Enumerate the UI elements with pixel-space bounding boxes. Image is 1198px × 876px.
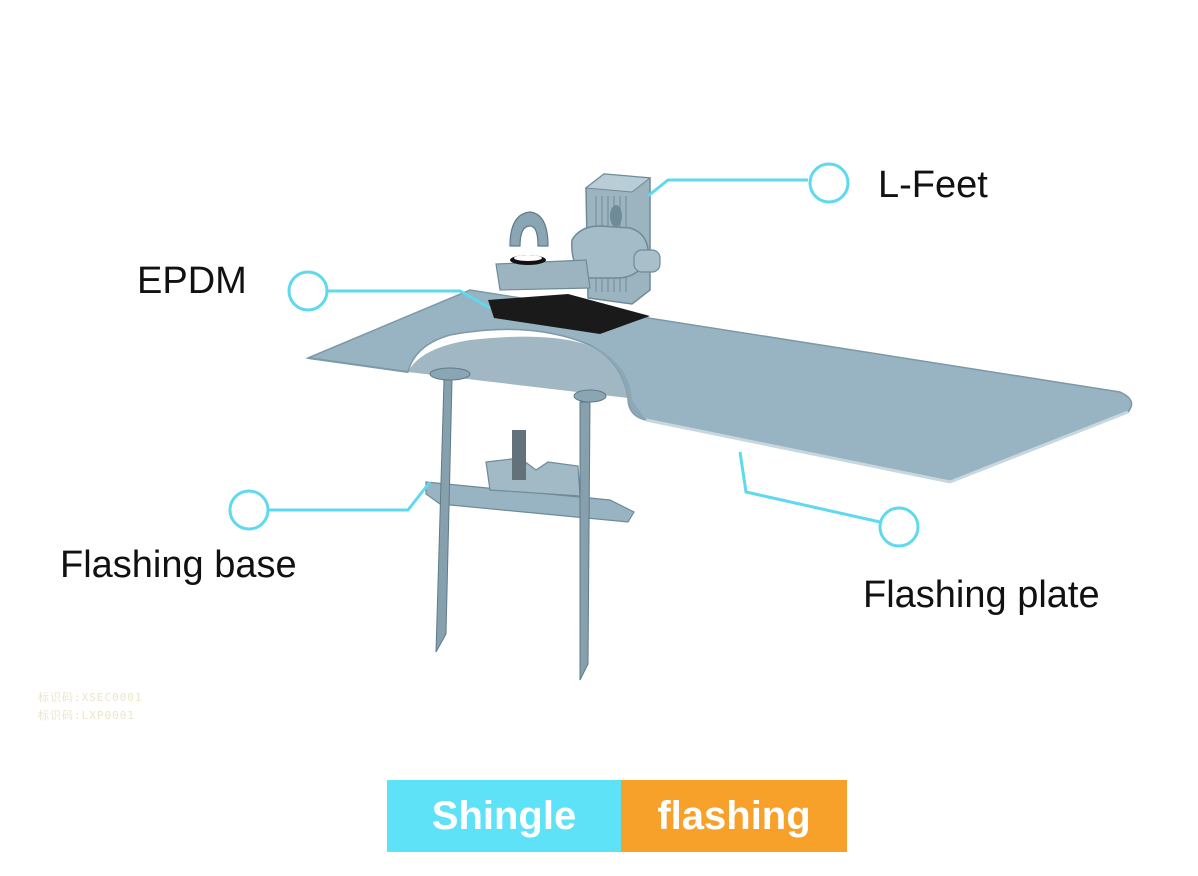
clip-and-nut: [509, 211, 549, 265]
flashing-base-leader: [269, 481, 432, 512]
watermark-line-2: 标识码:LXP0001: [38, 709, 135, 722]
epdm-gasket: [488, 294, 650, 334]
flashing-base-label: Flashing base: [60, 544, 297, 586]
flashing-plate-marker: [878, 506, 920, 548]
flashing-plate: [305, 289, 1133, 484]
flashing-base: [425, 430, 635, 523]
banner-flashing: flashing: [621, 780, 847, 852]
l-feet-label: L-Feet: [878, 164, 988, 206]
title-banner: Shingle flashing: [387, 780, 847, 852]
flashing-plate-label: Flashing plate: [863, 574, 1100, 616]
flashing-base-marker: [228, 489, 270, 531]
flashing-plate-leader: [738, 451, 881, 524]
nails: [429, 367, 607, 681]
epdm-marker: [287, 270, 329, 312]
epdm-label: EPDM: [137, 260, 247, 302]
epdm-leader: [328, 289, 491, 310]
banner-shingle: Shingle: [387, 780, 621, 852]
watermark-line-1: 标识码:XSEC0001: [38, 691, 143, 704]
l-feet-leader: [647, 178, 808, 198]
l-feet-bracket: [495, 173, 661, 305]
l-feet-marker: [808, 162, 850, 204]
